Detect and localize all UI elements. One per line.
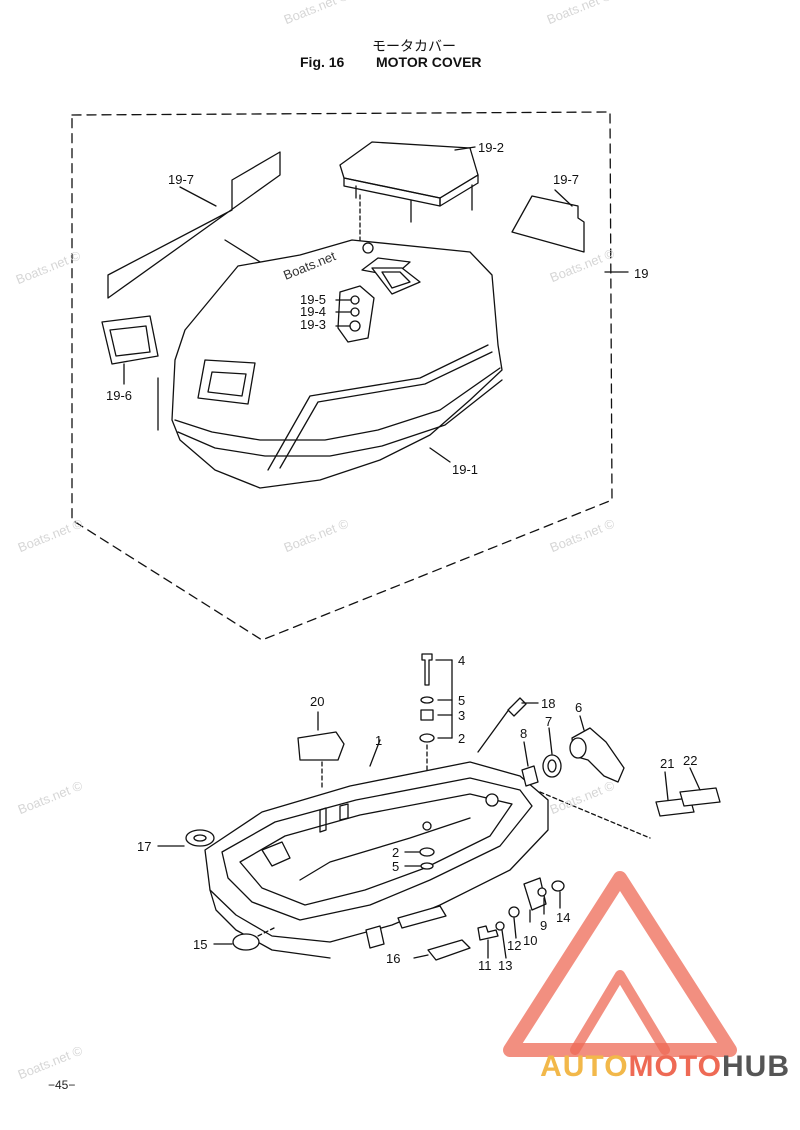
pad-20 <box>297 731 345 761</box>
label-8: 8 <box>520 726 527 741</box>
label-19-2: 19-2 <box>478 140 504 155</box>
washer-5-bottom <box>420 862 434 870</box>
washer-12 <box>508 906 520 918</box>
bushing-7 <box>542 754 562 778</box>
bottom-cowl <box>204 761 549 943</box>
page-number: −45− <box>48 1078 76 1092</box>
label-4: 4 <box>458 653 465 668</box>
label-18: 18 <box>541 696 555 711</box>
label-13: 13 <box>498 958 512 973</box>
label-19-3: 19-3 <box>300 317 326 332</box>
automotohub-logo: AUTOMOTOHUB <box>540 1050 790 1084</box>
washer-13 <box>495 921 505 931</box>
cowl-side-vent <box>197 359 256 405</box>
label-16: 16 <box>386 951 400 966</box>
collar-3 <box>420 709 434 721</box>
label-1: 1 <box>375 733 382 748</box>
grommet-2-top <box>419 733 435 743</box>
bolt-4 <box>421 653 433 686</box>
label-7: 7 <box>545 714 552 729</box>
grommet-16 <box>427 939 471 961</box>
label-5-bottom: 5 <box>392 859 399 874</box>
decal-right <box>511 195 585 253</box>
label-19-4: 19-4 <box>300 304 326 319</box>
label-14: 14 <box>556 910 570 925</box>
label-21: 21 <box>660 756 674 771</box>
label-2-bottom: 2 <box>392 845 399 860</box>
decal-left <box>107 151 281 299</box>
label-2-top: 2 <box>458 731 465 746</box>
label-11: 11 <box>478 958 492 973</box>
nut-14 <box>551 880 565 892</box>
label-12: 12 <box>507 938 521 953</box>
assembly-boundary <box>71 111 613 641</box>
washer-9 <box>537 887 547 897</box>
grommet-2-bottom <box>419 847 435 857</box>
label-15: 15 <box>193 937 207 952</box>
collar-8 <box>521 765 539 787</box>
logo-part-moto: MOTO <box>628 1050 722 1083</box>
logo-part-auto: AUTO <box>540 1050 629 1083</box>
plug-15 <box>232 933 260 951</box>
logo-part-hub: HUB <box>722 1050 790 1083</box>
label-22: 22 <box>683 753 697 768</box>
label-19-7-left: 19-7 <box>168 172 194 187</box>
figure-label: Fig. 16 <box>300 54 345 70</box>
latch-plate-10 <box>523 877 547 911</box>
label-20: 20 <box>310 694 324 709</box>
label-9: 9 <box>540 918 547 933</box>
label-10: 10 <box>523 933 537 948</box>
label-5-top: 5 <box>458 693 465 708</box>
label-19-7-right: 19-7 <box>553 172 579 187</box>
label-19-6: 19-6 <box>106 388 132 403</box>
label-19-5: 19-5 <box>300 292 326 307</box>
label-19: 19 <box>634 266 648 281</box>
label-17: 17 <box>137 839 151 854</box>
logo-triangle-mark <box>503 871 737 1057</box>
washer-5-top <box>420 696 434 704</box>
label-3: 3 <box>458 708 465 723</box>
plate-19 <box>337 285 375 343</box>
bolt-11 <box>477 925 499 941</box>
label-19-1: 19-1 <box>452 462 478 477</box>
japanese-title: モータカバー <box>372 38 456 54</box>
figure-title: MOTOR COVER <box>376 54 482 70</box>
grommet-17 <box>185 829 215 847</box>
grommet-19-6 <box>101 315 159 365</box>
decal-22 <box>679 787 721 807</box>
label-6: 6 <box>575 700 582 715</box>
top-cowl <box>171 239 503 489</box>
